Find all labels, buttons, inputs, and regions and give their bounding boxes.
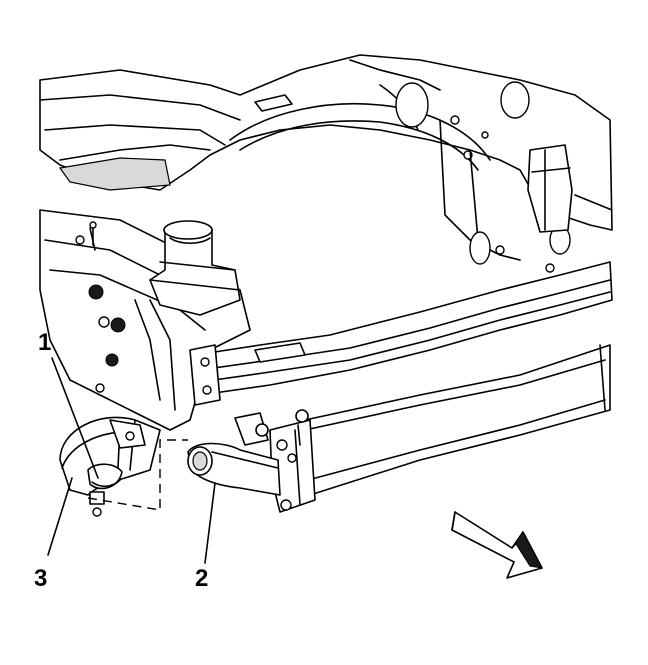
charge-air-cooler-outlet-pipe xyxy=(187,442,281,496)
hose-clamp-icon xyxy=(87,463,123,490)
intake-duct xyxy=(149,220,241,316)
hidden-connection-line xyxy=(87,439,188,511)
callout-3: 3 xyxy=(34,565,47,592)
inlet-hose-assembly xyxy=(59,416,161,517)
callout-1: 1 xyxy=(38,329,51,356)
callout-2: 2 xyxy=(195,565,208,592)
upper-body-structure xyxy=(39,54,613,273)
leader-1 xyxy=(51,357,99,479)
leader-2 xyxy=(204,482,216,564)
charge-air-cooler xyxy=(234,344,611,513)
bumper-impact-bar xyxy=(189,261,613,406)
callout-leaders xyxy=(47,357,216,564)
leader-3 xyxy=(47,477,73,556)
front-direction-arrow-icon xyxy=(451,511,543,579)
